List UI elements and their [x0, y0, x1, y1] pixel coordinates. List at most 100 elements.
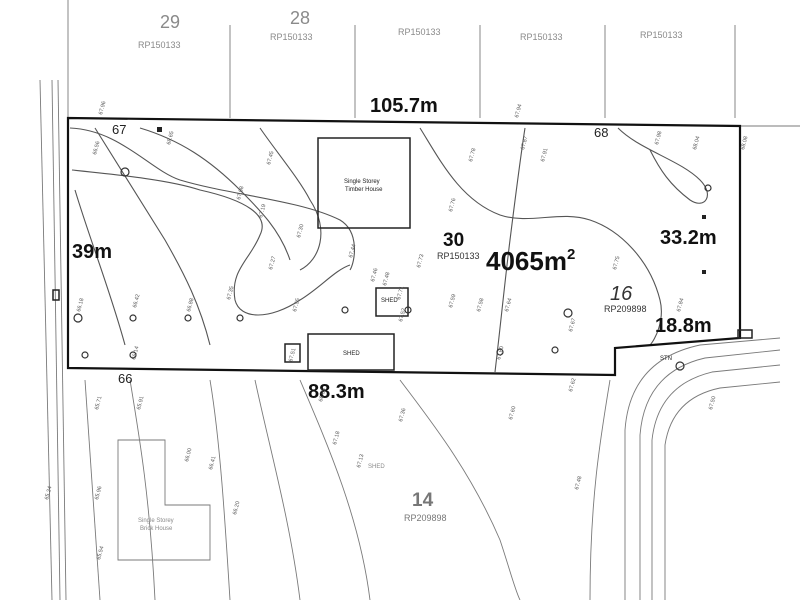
spot-level: 67.80	[496, 346, 505, 361]
survey-mark	[737, 329, 753, 339]
spot-level: 67.73	[416, 254, 425, 269]
spot-level: 67.35	[226, 286, 235, 301]
small-shed-outline	[284, 343, 301, 363]
spot-level: 66.56	[92, 141, 101, 156]
spot-level: 65.91	[136, 396, 145, 411]
lot-area-value: 4065m	[486, 246, 567, 276]
spot-level: 67.13	[356, 454, 365, 469]
road-kerbs	[624, 337, 781, 600]
spot-level: 66.00	[184, 448, 193, 463]
spot-level: 67.75	[612, 256, 621, 271]
east-lot-number: 16	[610, 283, 633, 305]
spot-level: 66.88	[186, 298, 195, 313]
spot-level: 67.96	[98, 101, 107, 116]
shed-label: SHED	[381, 298, 398, 304]
spot-level: 67.60	[508, 406, 517, 421]
spot-level: 67.50	[708, 396, 717, 411]
spot-level: 66.41	[208, 456, 217, 471]
spot-level: 67.62	[568, 378, 577, 393]
lot-number: 30	[443, 230, 464, 251]
shed-label-south: SHED	[343, 351, 360, 357]
spot-level: 65.96	[94, 486, 103, 501]
south-house-label-line1: Single Storey	[138, 518, 174, 524]
lot-plan: RP150133	[437, 251, 480, 261]
spot-level: 65.71	[94, 396, 103, 411]
spot-level: 67.78	[468, 148, 477, 163]
dimension-front-right: 18.8m	[655, 315, 712, 337]
north-plan-label: RP150133	[398, 27, 441, 37]
north-plan-labels: RP150133 RP150133 RP150133 RP150133 RP15…	[138, 8, 683, 50]
spot-level: 66.20	[232, 501, 241, 516]
contour-label-68: 68	[594, 125, 608, 140]
south-contours	[84, 379, 611, 600]
spot-level: 68.04	[692, 136, 701, 151]
contour-lines	[69, 127, 708, 373]
spot-level: 67.18	[332, 431, 341, 446]
lot-area-unit: 2	[567, 246, 575, 263]
spot-level: 67.76	[448, 198, 457, 213]
contour-label-66: 66	[118, 371, 132, 386]
spot-level: 67.08	[236, 186, 245, 201]
spot-level: 68.08	[740, 136, 749, 151]
south-house-label-line2: Brick House	[140, 526, 173, 532]
house-label-line2: Timber House	[345, 187, 383, 193]
spot-level: 67.58	[476, 298, 485, 313]
shed-label-far-south: SHED	[368, 464, 385, 470]
south-lot-number: 14	[412, 490, 434, 511]
square-markers	[157, 127, 706, 274]
north-plan-label: RP150133	[520, 32, 563, 42]
dimension-left: 39m	[72, 241, 112, 263]
spot-level: 66.85	[318, 388, 327, 403]
spot-level: 66.18	[76, 298, 85, 313]
spot-level: 67.48	[574, 476, 583, 491]
spot-level: 67.48	[382, 272, 391, 287]
spot-level: 67.46	[370, 268, 379, 283]
spot-level: 67.84	[676, 298, 685, 313]
north-lot-number: 29	[160, 12, 180, 32]
north-plan-label: RP150133	[270, 32, 313, 42]
contour-label-67: 67	[112, 122, 126, 137]
spot-level: 67.51	[288, 348, 297, 363]
spot-level: 67.67	[568, 318, 577, 333]
spot-level: 66.14	[131, 346, 140, 361]
south-lot-plan: RP209898	[404, 513, 447, 523]
tree-markers	[73, 167, 712, 371]
dimension-bottom: 88.3m	[308, 381, 365, 403]
spot-level: 67.36	[398, 408, 407, 423]
west-fence-lines	[39, 79, 67, 600]
spot-level: 67.27	[268, 256, 277, 271]
spot-level: 67.87	[520, 136, 529, 151]
spot-level: 67.44	[348, 244, 357, 259]
spot-level: 68.65	[166, 131, 175, 146]
spot-level: 67.30	[296, 224, 305, 239]
corner-peg	[52, 289, 60, 301]
spot-level: 66.42	[132, 294, 141, 309]
spot-level: 67.55	[292, 298, 301, 313]
spot-level: 67.94	[514, 104, 523, 119]
spot-level: 67.98	[654, 131, 663, 146]
east-lot-plan: RP209898	[604, 304, 647, 314]
station-label: STN	[660, 356, 672, 362]
spot-level: 67.91	[540, 148, 549, 163]
dimension-right: 33.2m	[660, 227, 717, 249]
north-plan-label: RP150133	[640, 30, 683, 40]
spot-level: 67.59	[448, 294, 457, 309]
south-house-outline	[117, 439, 211, 561]
spot-level: 65.54	[96, 546, 105, 561]
timber-house-outline	[317, 137, 411, 229]
north-lot-number: 28	[290, 8, 310, 28]
dimension-top: 105.7m	[370, 95, 438, 117]
spot-level: 67.19	[258, 204, 267, 219]
north-plan-label: RP150133	[138, 40, 181, 50]
spot-level: 67.52	[398, 308, 407, 323]
spot-level: 65.24	[44, 486, 53, 501]
lot-boundary	[66, 116, 742, 377]
shed-outline	[375, 287, 409, 317]
north-lot-lines	[67, 0, 800, 127]
house-label-line1: Single Storey	[344, 179, 380, 185]
spot-level: 67.71	[396, 286, 405, 301]
spot-level: 67.64	[504, 298, 513, 313]
lot-area: 4065m2	[486, 246, 575, 276]
